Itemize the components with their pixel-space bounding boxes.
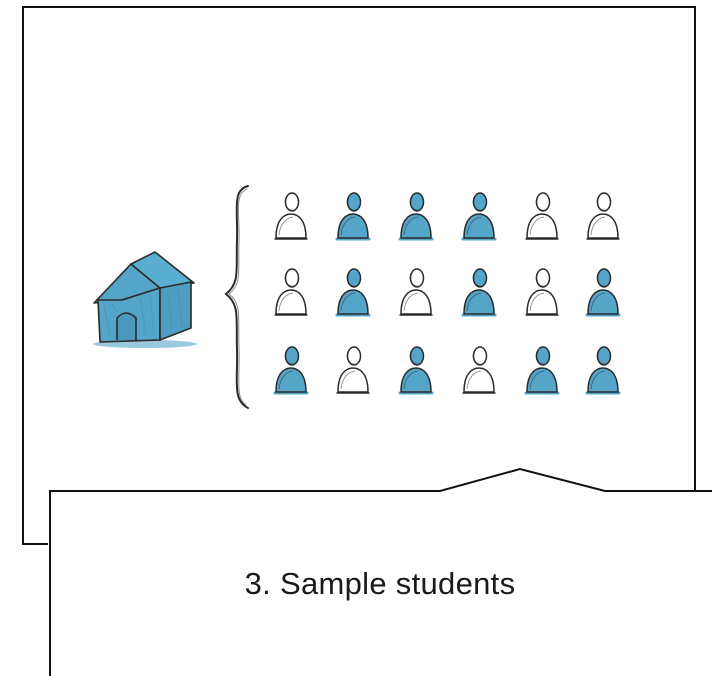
person-icon-sampled bbox=[273, 346, 309, 395]
front-card bbox=[49, 467, 712, 676]
person-icon-unsampled bbox=[274, 192, 308, 240]
back-card-frame bbox=[22, 6, 696, 545]
person-icon-unsampled bbox=[399, 268, 433, 316]
curly-brace-icon bbox=[224, 185, 249, 409]
person-icon-sampled bbox=[461, 268, 497, 317]
person-icon-unsampled bbox=[525, 192, 559, 240]
person-icon-sampled bbox=[335, 192, 371, 241]
person-icon-sampled bbox=[524, 346, 560, 395]
person-icon-unsampled bbox=[274, 268, 308, 316]
person-icon-sampled bbox=[461, 192, 497, 241]
person-icon-sampled bbox=[335, 268, 371, 317]
person-icon-sampled bbox=[398, 346, 434, 395]
person-icon-unsampled bbox=[525, 268, 559, 316]
student-grid bbox=[273, 192, 621, 395]
person-icon-unsampled bbox=[336, 346, 370, 394]
caption-text: 3. Sample students bbox=[244, 566, 516, 601]
person-icon-sampled bbox=[585, 268, 621, 317]
house-icon bbox=[93, 251, 197, 348]
person-icon-unsampled bbox=[586, 192, 620, 240]
person-icon-sampled bbox=[585, 346, 621, 395]
person-icon-unsampled bbox=[462, 346, 496, 394]
person-icon-sampled bbox=[398, 192, 434, 241]
